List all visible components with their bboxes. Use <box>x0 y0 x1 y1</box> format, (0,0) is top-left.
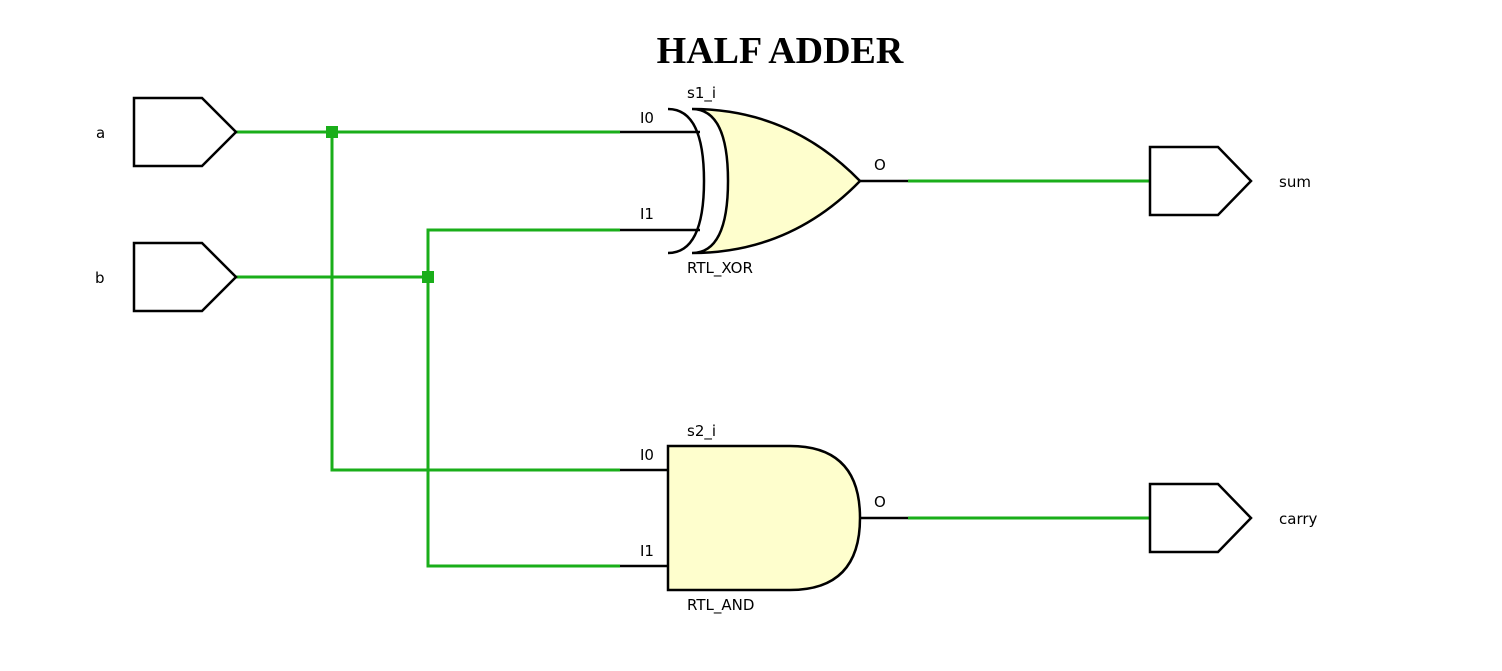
wires <box>236 126 1150 568</box>
output-port-sum[interactable]: sum <box>1148 145 1311 217</box>
output-port-carry[interactable]: carry <box>1148 482 1318 554</box>
and-gate-body <box>666 444 862 592</box>
and-gate[interactable]: s2_i RTL_AND I0 I1 O <box>620 422 908 615</box>
input-port-a[interactable]: a <box>96 96 238 168</box>
xor-pin-i1-label: I1 <box>640 205 654 223</box>
and-pin-i1-label: I1 <box>640 542 654 560</box>
xor-gate[interactable]: s1_i RTL_XOR I0 I1 O <box>620 84 908 278</box>
xor-gate-body <box>691 107 862 255</box>
and-type-label: RTL_AND <box>687 596 754 615</box>
port-shape-b <box>132 241 238 313</box>
port-shape-carry <box>1148 482 1253 554</box>
port-shape-a <box>132 96 238 168</box>
xor-type-label: RTL_XOR <box>687 259 753 278</box>
diagram-title: HALF ADDER <box>657 30 904 72</box>
junction-b <box>422 271 434 283</box>
xor-gate-input-curve <box>667 107 706 255</box>
wire-b-to-xor-i1[interactable] <box>236 228 620 279</box>
port-label-b: b <box>95 269 105 287</box>
xor-instance-name: s1_i <box>687 84 716 103</box>
wire-a-to-and-i0[interactable] <box>330 132 620 472</box>
wire-b-to-and-i1[interactable] <box>426 277 620 568</box>
and-pin-o-label: O <box>874 493 886 511</box>
port-label-a: a <box>96 124 105 142</box>
junction-a <box>326 126 338 138</box>
and-instance-name: s2_i <box>687 422 716 441</box>
port-label-sum: sum <box>1279 173 1311 191</box>
input-port-b[interactable]: b <box>95 241 238 313</box>
port-shape-sum <box>1148 145 1253 217</box>
port-label-carry: carry <box>1279 510 1318 528</box>
and-pin-i0-label: I0 <box>640 446 654 464</box>
xor-pin-i0-label: I0 <box>640 109 654 127</box>
xor-pin-o-label: O <box>874 156 886 174</box>
